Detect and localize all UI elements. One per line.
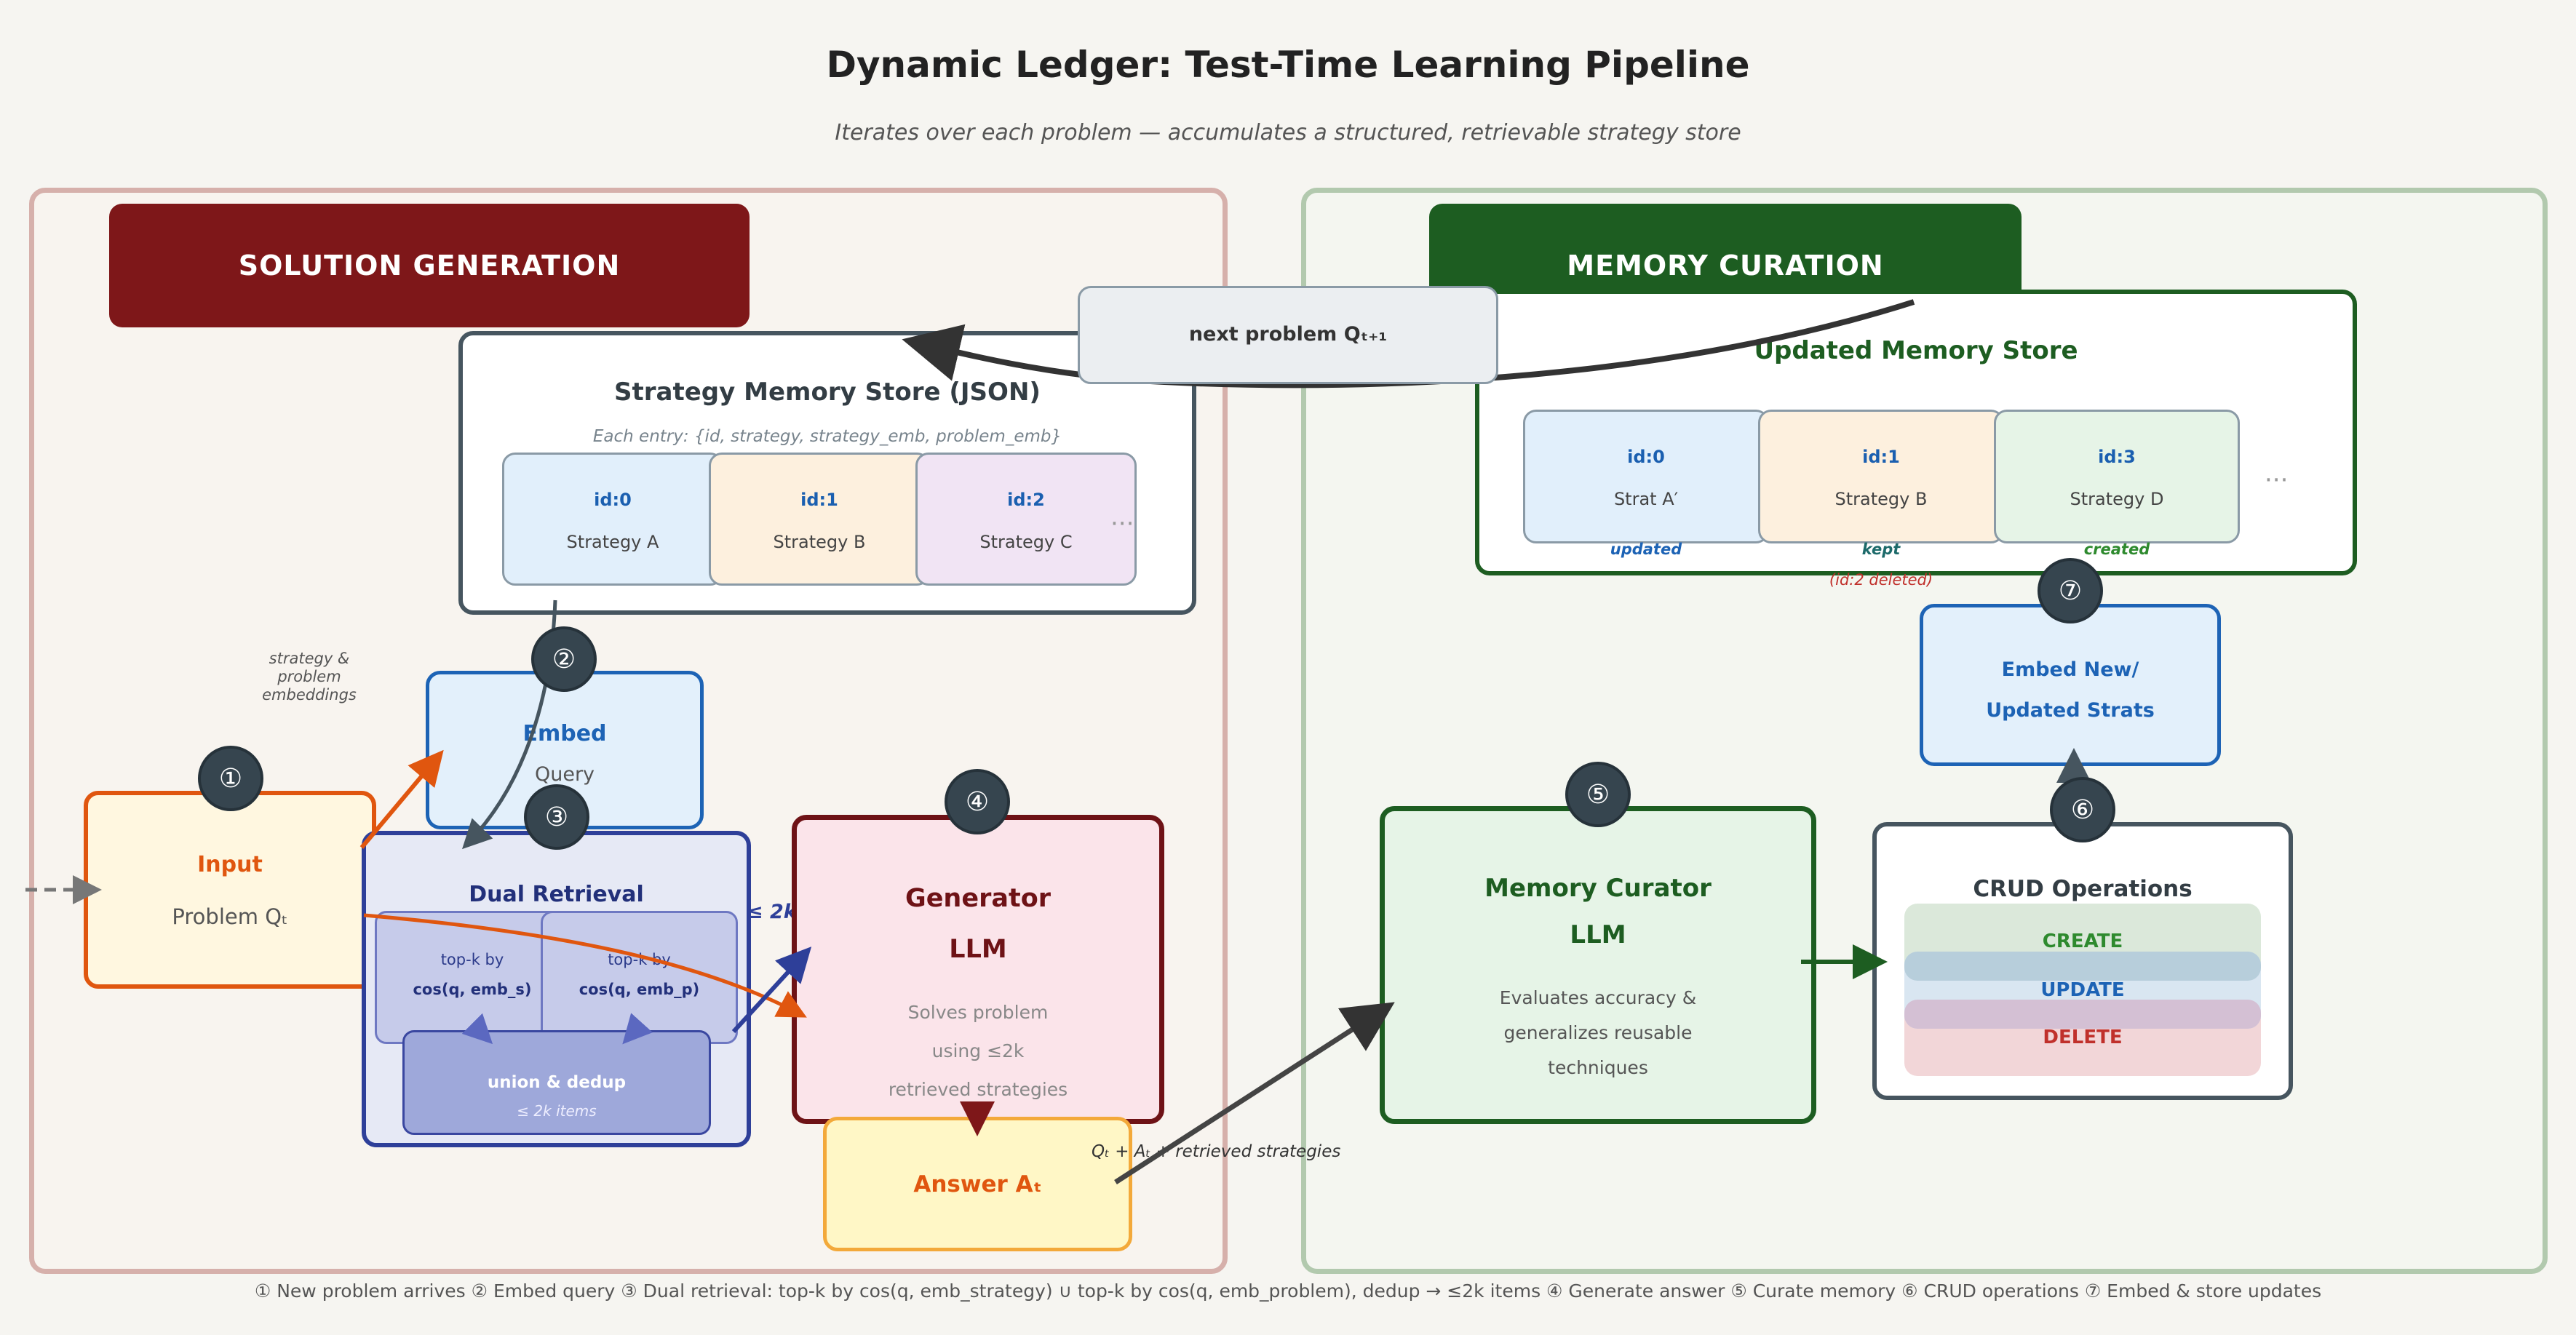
feedback-arrow bbox=[902, 299, 1915, 388]
crud-update-label: UPDATE bbox=[2040, 979, 2125, 1001]
embed-subtitle: Query bbox=[534, 763, 595, 786]
strategy-store-caption: Each entry: {id, strategy, strategy_emb,… bbox=[592, 427, 1062, 446]
updated-store-ellipsis: ··· bbox=[2265, 466, 2289, 495]
step-badge-3: ③ bbox=[524, 784, 589, 850]
embed-new-line: Embed New/ bbox=[2001, 658, 2139, 681]
store-ellipsis: ··· bbox=[1110, 509, 1134, 538]
crud-update: UPDATE bbox=[1904, 952, 2261, 1029]
updated-store-title: Updated Memory Store bbox=[1754, 336, 2078, 365]
curator-desc: Evaluates accuracy & bbox=[1499, 987, 1697, 1008]
retrieval-edge-label: ≤ 2k bbox=[747, 901, 797, 923]
entry-name: Strategy D bbox=[2070, 489, 2164, 509]
topk-line: cos(q, emb_s) bbox=[413, 981, 532, 998]
diagram-title: Dynamic Ledger: Test-Time Learning Pipel… bbox=[826, 44, 1750, 86]
store-entry: id:1 Strategy B bbox=[709, 453, 930, 586]
input-title: Input bbox=[197, 852, 263, 877]
topk-line: top-k by bbox=[440, 951, 504, 968]
updated-entry: id:0 Strat A′ bbox=[1523, 410, 1769, 543]
topk-line: top-k by bbox=[608, 951, 671, 968]
store-entry: id:2 Strategy C bbox=[915, 453, 1137, 586]
embed-new-box: Embed New/ Updated Strats bbox=[1920, 604, 2221, 766]
step-badge-5: ⑤ bbox=[1565, 762, 1631, 827]
next-problem-text: next problem Qₜ₊₁ bbox=[1188, 323, 1388, 346]
updated-entry: id:3 Strategy D bbox=[1994, 410, 2240, 543]
store-entry: id:0 Strategy A bbox=[502, 453, 723, 586]
topk-to-union-arrow bbox=[461, 1013, 493, 1045]
generator-desc: retrieved strategies bbox=[888, 1079, 1068, 1100]
strategy-store-title: Strategy Memory Store (JSON) bbox=[614, 378, 1041, 407]
crud-band bbox=[1904, 1000, 2261, 1029]
crud-delete-label: DELETE bbox=[2043, 1027, 2123, 1048]
curator-desc: techniques bbox=[1548, 1057, 1648, 1078]
diagram-subtitle: Iterates over each problem — accumulates… bbox=[835, 120, 1741, 146]
retrieval-to-generator-arrow bbox=[731, 947, 812, 1034]
step-badge-2: ② bbox=[531, 626, 597, 692]
embeddings-note-line: embeddings bbox=[262, 686, 357, 704]
union-dedup-box: union & dedup ≤ 2k items bbox=[402, 1030, 711, 1135]
generator-desc: using ≤2k bbox=[931, 1040, 1025, 1061]
input-to-embed-arrow bbox=[359, 749, 444, 849]
entry-id: id:0 bbox=[1627, 447, 1665, 467]
topk-to-union-arrow bbox=[622, 1013, 653, 1045]
answer-to-curator-arrow bbox=[1114, 1002, 1395, 1184]
curator-desc: generalizes reusable bbox=[1503, 1022, 1693, 1043]
entry-name: Strategy C bbox=[979, 532, 1073, 552]
step-badge-6: ⑥ bbox=[2050, 777, 2115, 842]
embeddings-note: strategy & problem embeddings bbox=[240, 650, 378, 704]
entry-name: Strategy B bbox=[1834, 489, 1928, 509]
step-badge-7: ⑦ bbox=[2038, 558, 2103, 623]
union-title: union & dedup bbox=[487, 1073, 627, 1092]
answer-label: Answer Aₜ bbox=[913, 1171, 1042, 1197]
input-to-generator-arrow bbox=[363, 913, 807, 1018]
embeddings-note-line: strategy & bbox=[269, 650, 350, 667]
status-kept: kept bbox=[1861, 541, 1901, 558]
embed-new-line: Updated Strats bbox=[1986, 699, 2155, 722]
dual-retrieval-title: Dual Retrieval bbox=[469, 882, 644, 907]
entry-id: id:1 bbox=[800, 490, 838, 510]
embeddings-note-line: problem bbox=[277, 668, 341, 685]
entry-name: Strat A′ bbox=[1613, 489, 1679, 509]
generator-llm-box: Generator LLM Solves problem using ≤2k r… bbox=[792, 815, 1164, 1124]
entry-id: id:2 bbox=[1007, 490, 1045, 510]
union-subtitle: ≤ 2k items bbox=[517, 1102, 597, 1120]
entry-id: id:3 bbox=[2098, 447, 2136, 467]
curator-title: Memory Curator bbox=[1484, 874, 1712, 903]
entry-id: id:1 bbox=[1862, 447, 1900, 467]
entry-name: Strategy B bbox=[773, 532, 866, 552]
input-subtitle: Problem Qₜ bbox=[172, 904, 288, 929]
crud-band bbox=[1904, 952, 2261, 981]
entry-name: Strategy A bbox=[566, 532, 659, 552]
topk-line: cos(q, emb_p) bbox=[579, 981, 700, 998]
generator-title: Generator bbox=[905, 884, 1052, 913]
step-badge-1: ① bbox=[198, 746, 263, 811]
status-updated: updated bbox=[1610, 541, 1682, 558]
generator-subtitle: LLM bbox=[949, 935, 1007, 964]
crud-create-label: CREATE bbox=[2042, 930, 2123, 952]
step-badge-4: ④ bbox=[945, 769, 1010, 834]
curator-subtitle: LLM bbox=[1570, 920, 1626, 949]
memory-curator-box: Memory Curator LLM Evaluates accuracy & … bbox=[1380, 806, 1816, 1124]
entry-id: id:0 bbox=[594, 490, 632, 510]
next-problem-label: next problem Qₜ₊₁ bbox=[1078, 286, 1498, 384]
generator-desc: Solves problem bbox=[907, 1002, 1049, 1023]
status-created: created bbox=[2083, 541, 2150, 558]
crud-title: CRUD Operations bbox=[1973, 876, 2193, 902]
solution-generation-banner: SOLUTION GENERATION bbox=[109, 204, 750, 327]
footer-legend: ① New problem arrives ② Embed query ③ Du… bbox=[254, 1280, 2322, 1302]
deleted-note: (id:2 deleted) bbox=[1829, 571, 1933, 589]
answer-edge-label: Qₜ + Aₜ + retrieved strategies bbox=[1092, 1142, 1341, 1161]
